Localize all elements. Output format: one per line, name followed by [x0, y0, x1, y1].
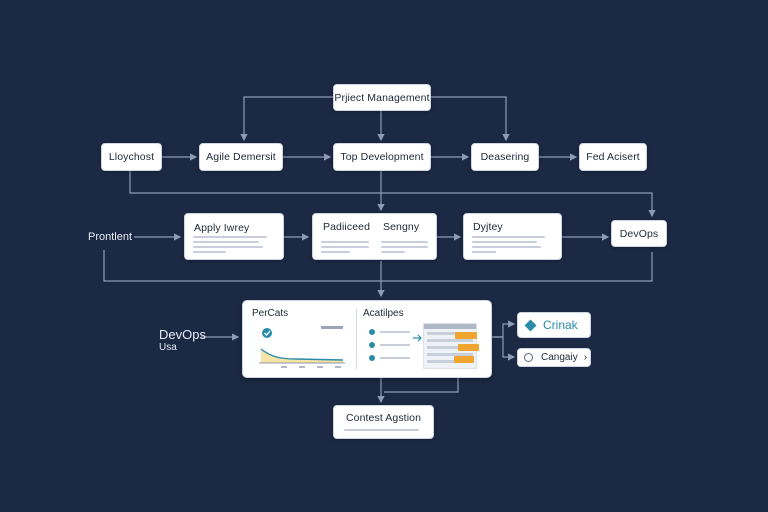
- node-project-management[interactable]: Prjiect Management: [333, 84, 431, 111]
- node-label: Lloychost: [108, 151, 155, 163]
- highlight-tag: [458, 344, 479, 351]
- edge-top-left: [240, 96, 333, 142]
- checklist: [369, 325, 413, 364]
- edge-lower-loop: [103, 250, 653, 282]
- node-padiiceed-sengny[interactable]: Padiiceed Sengny: [312, 213, 437, 260]
- node-label: Prjiect Management: [334, 91, 430, 104]
- diamond-icon: [524, 319, 537, 331]
- node-deasering[interactable]: Deasering: [471, 143, 539, 171]
- highlight-tag: [454, 356, 474, 363]
- node-dyjtey[interactable]: Dyjtey: [463, 213, 562, 260]
- node-apply-iwrey[interactable]: Apply Iwrey: [184, 213, 284, 260]
- chart-marker-circle-icon: [262, 328, 272, 338]
- check-row[interactable]: [369, 325, 413, 338]
- chart-area: [261, 349, 343, 363]
- check-row[interactable]: [369, 338, 413, 351]
- crinak-label: Crinak: [543, 318, 578, 332]
- node-label: Top Development: [340, 151, 424, 163]
- node-top-development[interactable]: Top Development: [333, 143, 431, 171]
- node-label: Dyjtey: [473, 221, 503, 233]
- node-agile-demersit[interactable]: Agile Demersit: [199, 143, 283, 171]
- mini-chart: [259, 326, 345, 368]
- circle-icon: [369, 341, 375, 348]
- node-label-padiiceed: Padiiceed: [323, 221, 371, 233]
- panel-left-title: PerCats: [252, 308, 289, 319]
- circle-icon: [369, 354, 375, 361]
- edge-panel-crinak: [490, 320, 516, 338]
- highlight-tag: [455, 332, 477, 339]
- check-icon: [264, 330, 271, 336]
- text-lines-left: [321, 238, 369, 253]
- label-devops: DevOps: [159, 327, 206, 342]
- arrow-right-icon: [413, 334, 422, 342]
- panel-divider: [356, 309, 357, 369]
- node-label: Deasering: [480, 151, 530, 163]
- text-lines: [472, 233, 553, 253]
- node-label: Apply Iwrey: [194, 222, 250, 234]
- node-label: Fed Acisert: [586, 151, 640, 163]
- dashboard-panel[interactable]: PerCats Acatilpes: [242, 300, 492, 378]
- edge-panel-side-down: [384, 376, 459, 393]
- node-fed-acisert[interactable]: Fed Acisert: [579, 143, 647, 171]
- node-devops[interactable]: DevOps: [611, 220, 667, 247]
- node-content-agstion[interactable]: Contest Agstion: [333, 405, 434, 439]
- crinak-button[interactable]: Crinak: [517, 312, 591, 338]
- edge-top-right: [431, 96, 510, 142]
- label-prontlent: Prontlent: [88, 231, 133, 243]
- node-label: Agile Demersit: [206, 151, 276, 163]
- text-lines: [344, 426, 419, 431]
- text-lines: [193, 233, 275, 253]
- circle-icon: [524, 353, 533, 362]
- chevron-right-icon: ›: [583, 352, 588, 363]
- cangaiy-button[interactable]: Cangaiy ›: [517, 348, 591, 367]
- node-label: DevOps: [619, 227, 659, 240]
- chart-ticks: [281, 366, 341, 368]
- text-lines-right: [381, 238, 428, 253]
- check-row[interactable]: [369, 351, 413, 364]
- chart-line: [260, 348, 344, 361]
- label-usa: Usa: [159, 342, 177, 353]
- edge-lloychost-devops: [129, 171, 656, 218]
- node-label: Contest Agstion: [345, 412, 422, 424]
- chart-legend-bar: [321, 326, 343, 329]
- node-lloychost[interactable]: Lloychost: [101, 143, 162, 171]
- edge-panel-cangaiy: [490, 336, 516, 361]
- cangaiy-label: Cangaiy: [541, 352, 578, 363]
- panel-right-title: Acatilpes: [363, 308, 404, 319]
- node-label-sengny: Sengny: [383, 221, 420, 233]
- circle-icon: [369, 328, 375, 335]
